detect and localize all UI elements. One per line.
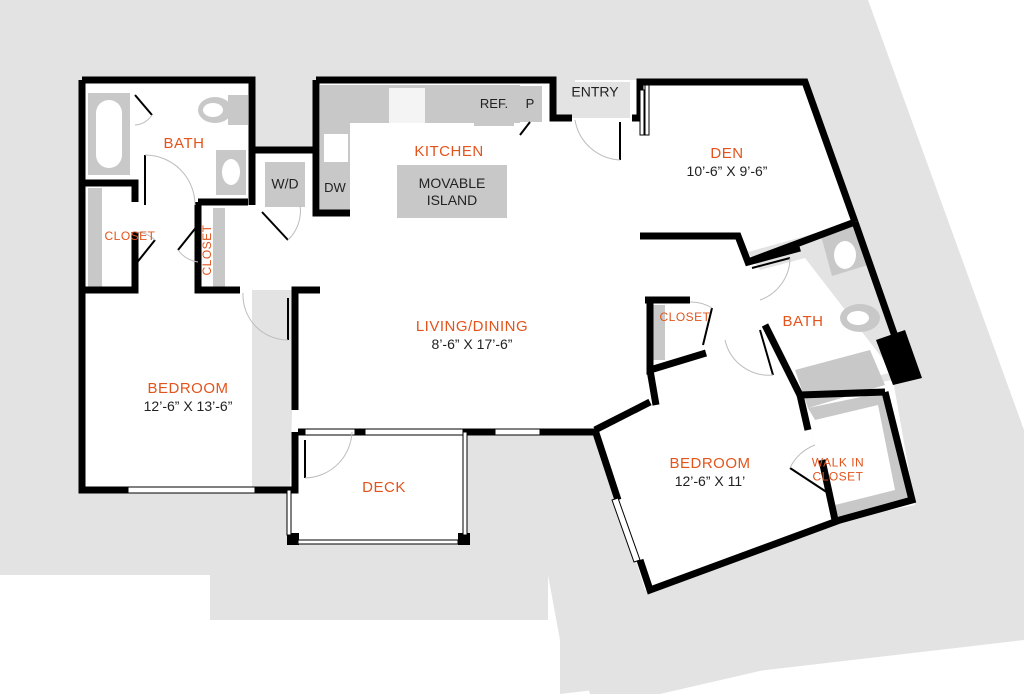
room-label-walk-in-line2: CLOSET (812, 470, 864, 484)
deck-post-1 (287, 533, 299, 545)
pantry (520, 86, 542, 122)
windows (127, 84, 650, 563)
cooktop (389, 88, 425, 123)
door-closet-1 (134, 239, 156, 266)
door-bedroom-2 (759, 329, 774, 376)
movable-island (397, 165, 507, 218)
fixture-label-washer-dryer: W/D (271, 175, 299, 192)
door-bath-1 (134, 94, 153, 116)
room-dims-living-dining: 8’-6” X 17’-6” (431, 336, 513, 353)
room-bedroom-2: BEDROOM 12’-6” X 11’ (669, 454, 750, 490)
room-walk-in-closet: WALK IN CLOSET (812, 456, 864, 485)
washer-dryer (265, 162, 305, 207)
room-label-living-dining: LIVING/DINING (415, 318, 529, 336)
fixture-label-pantry: P (525, 96, 535, 112)
walk-in-closet-shelf (808, 392, 910, 520)
closet-shelf-1 (88, 188, 102, 288)
room-label-bedroom-1: BEDROOM (147, 380, 229, 398)
fixtures (88, 82, 910, 520)
room-label-bath-1: BATH (163, 135, 205, 152)
fixture-label-refrigerator: REF. (479, 96, 509, 112)
door-closet-2 (177, 224, 199, 251)
door-pantry (519, 121, 531, 136)
room-label-bedroom-2: BEDROOM (669, 455, 751, 473)
room-dims-bedroom-1: 12’-6” X 13’-6” (143, 398, 233, 415)
room-label-bath-2: BATH (782, 313, 824, 330)
room-label-closet-2: CLOSET (199, 224, 214, 276)
fixture-label-island-line1: MOVABLE (418, 175, 486, 192)
doors (134, 94, 829, 494)
closet-shelf-2 (213, 208, 225, 288)
door-walk-in (789, 467, 829, 494)
door-wd (261, 211, 289, 241)
fixture-movable-island: MOVABLE ISLAND (419, 175, 486, 209)
fixture-label-island-line2: ISLAND (426, 192, 478, 208)
kitchen-sink (324, 134, 348, 162)
entry-floor (555, 82, 630, 118)
wall-pier (876, 330, 922, 385)
room-dims-bedroom-2: 12’-6” X 11’ (674, 473, 746, 490)
closet-shelf-3 (653, 305, 665, 360)
refrigerator (474, 86, 514, 126)
door-bath-2 (751, 257, 791, 269)
room-label-den: DEN (710, 145, 744, 163)
fixture-label-entry: ENTRY (571, 83, 619, 100)
room-label-deck: DECK (362, 479, 406, 496)
room-den: DEN 10’-6” X 9’-6” (687, 144, 768, 180)
deck-post-2 (458, 533, 470, 545)
room-label-closet-1: CLOSET (104, 228, 156, 243)
walls (78, 76, 917, 595)
room-bedroom-1: BEDROOM 12’-6” X 13’-6” (144, 379, 233, 415)
room-label-closet-3: CLOSET (659, 309, 711, 324)
room-dims-den: 10’-6” X 9’-6” (686, 163, 768, 180)
room-label-kitchen: KITCHEN (414, 143, 484, 160)
fixture-label-dishwasher: DW (324, 180, 346, 196)
door-closet-3 (702, 307, 713, 346)
door-swings (134, 114, 816, 479)
room-living-dining: LIVING/DINING 8’-6” X 17’-6” (416, 317, 528, 353)
room-label-walk-in-line1: WALK IN (811, 455, 865, 470)
